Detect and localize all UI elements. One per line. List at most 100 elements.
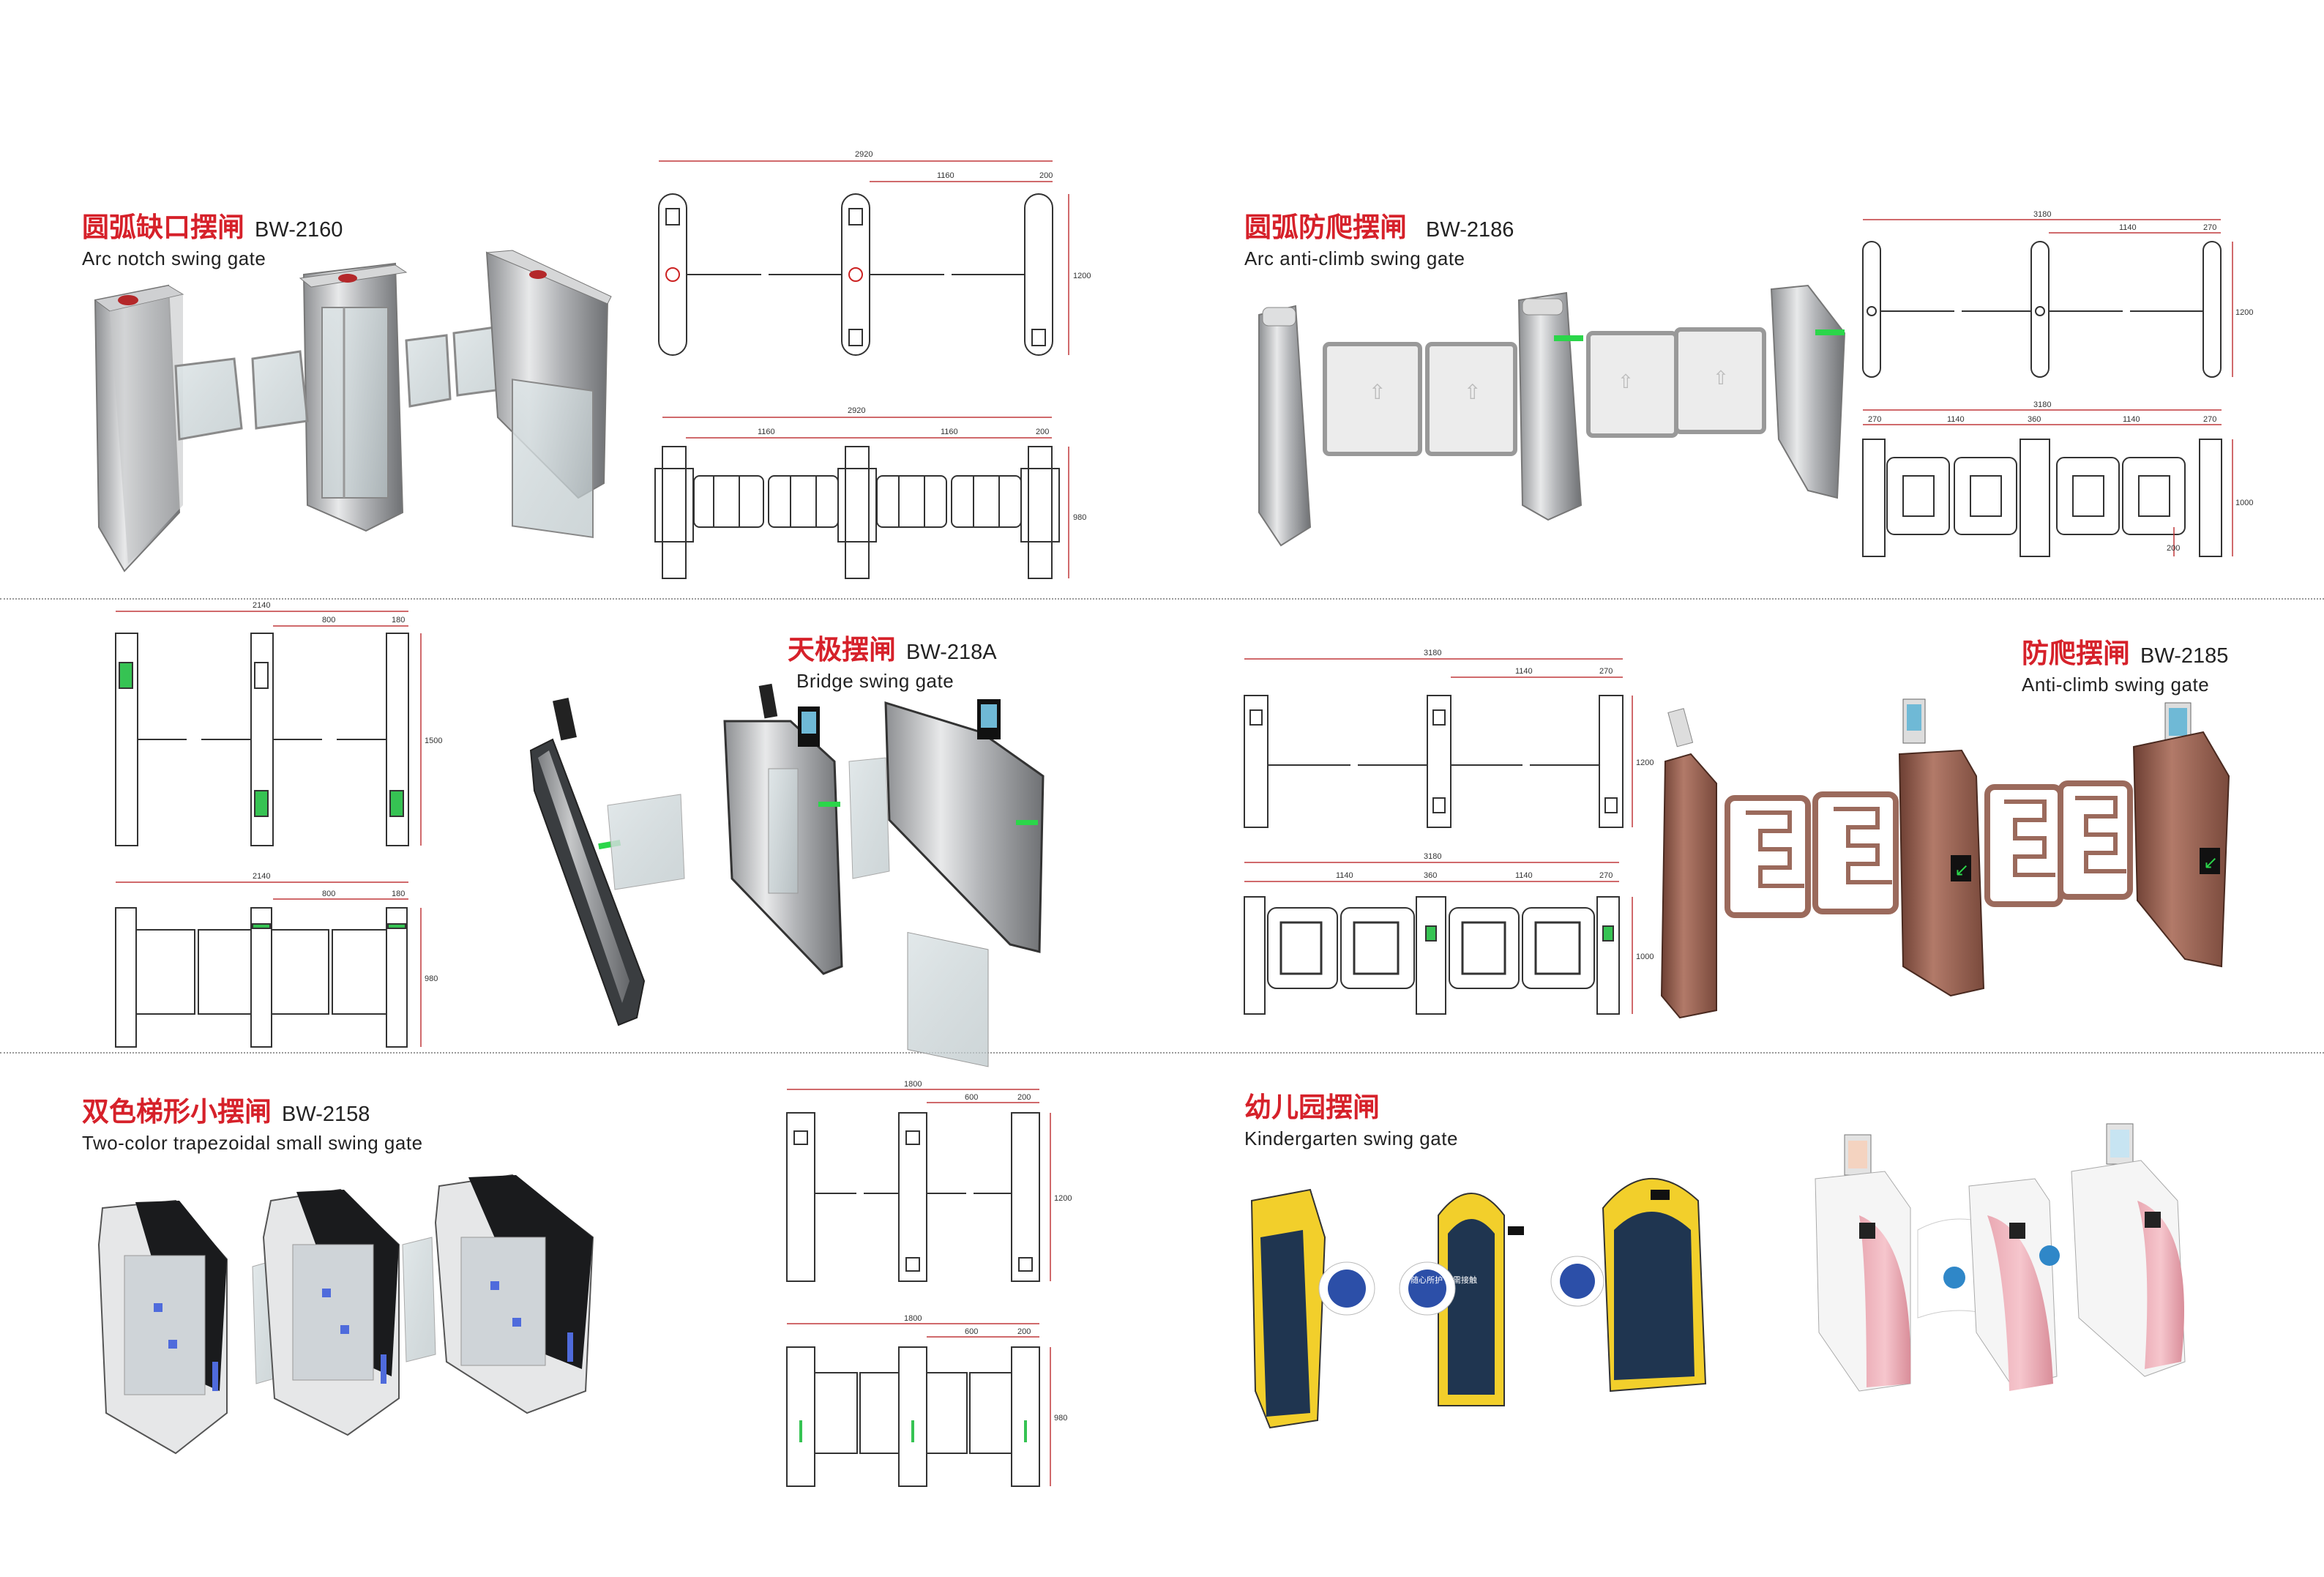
product-name-cn: 天极摆闸 xyxy=(788,635,896,665)
dimension-lines-top-bw2158 xyxy=(787,1089,1051,1281)
dim-length: 1200 xyxy=(2235,308,2253,317)
dim-total-width: 1800 xyxy=(904,1080,922,1089)
row-separator-2 xyxy=(0,1052,2324,1054)
dimension-lines-side-bw2158 xyxy=(787,1323,1051,1486)
product-name-en: Two-color trapezoidal small swing gate xyxy=(82,1132,423,1154)
dim-total-width: 3180 xyxy=(1424,852,1441,861)
dim-passage-width: 1160 xyxy=(937,171,954,180)
product-model: BW-2158 xyxy=(282,1103,370,1126)
dim-height: 980 xyxy=(425,974,438,983)
row-separator-1 xyxy=(0,598,2324,600)
dim-length: 1500 xyxy=(425,737,442,745)
product-name-cn: 圆弧缺口摆闸 xyxy=(82,212,244,242)
dim-passage-width: 800 xyxy=(322,616,335,625)
dimension-drawing-side-bw2160 xyxy=(654,446,1060,579)
dim-cabinet-width: 200 xyxy=(1017,1093,1031,1102)
product-model: BW-2186 xyxy=(1426,218,1514,242)
dimension-lines-top-bw2160 xyxy=(659,160,1069,355)
dim-total-width: 3180 xyxy=(2033,210,2051,219)
dim-cabinet-width: 180 xyxy=(392,616,405,625)
dim-cabinet-width: 270 xyxy=(2203,223,2216,232)
svg-text:⇧: ⇧ xyxy=(1369,380,1386,404)
svg-text:⇧: ⇧ xyxy=(1618,371,1634,393)
product-model: BW-2160 xyxy=(255,218,343,242)
dim-cabinet-width: 200 xyxy=(1017,1327,1031,1336)
dimension-drawing-side-bw2158 xyxy=(786,1346,1040,1487)
dimension-lines-top-bw2186 xyxy=(1863,219,2233,377)
dimension-drawing-top-bw218a xyxy=(115,633,409,846)
product-name-en: Kindergarten swing gate xyxy=(1244,1127,1458,1149)
product-model: BW-2185 xyxy=(2140,644,2229,668)
dim-total-width: 2920 xyxy=(855,150,873,159)
dim-cabinet-width: 270 xyxy=(2203,415,2216,424)
dimension-drawing-side-bw2186 xyxy=(1862,439,2222,557)
gate-render-bw2185: ↙ ↙ xyxy=(1660,698,2230,1019)
dimension-lines-side-bw2160 xyxy=(662,417,1069,578)
dim-cabinet-width: 200 xyxy=(1039,171,1053,180)
gate-render-bw2158 xyxy=(97,1174,594,1455)
gate-render-bw218a xyxy=(529,683,1045,1067)
dim-passage-width: 600 xyxy=(965,1327,978,1336)
dimension-drawing-top-bw2186 xyxy=(1862,241,2222,378)
dim-passage-width: 600 xyxy=(965,1093,978,1102)
dimension-lines-side-bw2185 xyxy=(1244,862,1633,1014)
dim-passage-width: 800 xyxy=(322,890,335,898)
dimension-lines-top-bw218a xyxy=(116,611,422,846)
gate-render-kindergarten-right xyxy=(1735,1084,2276,1464)
dim-length: 1200 xyxy=(1073,272,1091,280)
dim-cabinet-width: 270 xyxy=(1599,871,1613,880)
dim-middle-width: 360 xyxy=(2028,415,2041,424)
dim-total-width: 3180 xyxy=(2033,400,2051,409)
product-name-cn: 幼儿园摆闸 xyxy=(1244,1092,1380,1122)
gate-render-bw2186: ⇧ ⇧ ⇧ ⇧ xyxy=(1258,284,1846,547)
dim-length: 1200 xyxy=(1054,1194,1072,1203)
svg-text:↙: ↙ xyxy=(1954,860,1969,880)
svg-text:⇧: ⇧ xyxy=(1713,368,1729,389)
dim-cabinet-width: 270 xyxy=(1868,415,1881,424)
product-name-en: Arc notch swing gate xyxy=(82,247,266,269)
dim-middle-width: 360 xyxy=(1424,871,1437,880)
product-title-bw2160: 圆弧缺口摆闸 BW-2160 Arc notch swing gate xyxy=(82,205,343,270)
dim-passage-width: 1140 xyxy=(2119,223,2137,232)
dim-passage-width: 1140 xyxy=(1515,667,1533,676)
dim-total-width: 2920 xyxy=(848,406,865,415)
dimension-drawing-top-bw2160 xyxy=(658,193,1053,356)
dim-height: 980 xyxy=(1054,1414,1067,1423)
product-model: BW-218A xyxy=(906,641,997,664)
svg-text:↙: ↙ xyxy=(2203,852,2218,873)
dim-cabinet-width: 200 xyxy=(1036,428,1049,436)
dimension-drawing-top-bw2158 xyxy=(786,1112,1040,1282)
dim-cabinet-width: 270 xyxy=(1599,667,1613,676)
dimension-drawing-side-bw218a xyxy=(115,907,408,1048)
dimension-lines-side-bw2186 xyxy=(1863,409,2233,556)
dim-passage-width: 1140 xyxy=(1515,871,1533,880)
gate-render-bw2160 xyxy=(94,250,612,573)
dim-passage-width: 1160 xyxy=(941,428,958,436)
dim-total-width: 1800 xyxy=(904,1314,922,1323)
product-name-en: Bridge swing gate xyxy=(796,670,954,692)
product-name-cn: 防爬摆闸 xyxy=(2022,638,2130,668)
dim-passage-width: 1140 xyxy=(1336,871,1353,880)
dim-cabinet-width: 180 xyxy=(392,890,405,898)
dim-height: 1000 xyxy=(2235,499,2253,507)
dim-total-width: 3180 xyxy=(1424,649,1441,657)
product-title-bw218a: 天极摆闸 BW-218A Bridge swing gate xyxy=(788,627,997,693)
svg-text:⇧: ⇧ xyxy=(1464,380,1481,404)
dim-passage-width: 1160 xyxy=(758,428,775,436)
product-name-cn: 圆弧防爬摆闸 xyxy=(1244,212,1407,242)
dim-total-width: 2140 xyxy=(253,872,270,881)
product-name-en: Anti-climb swing gate xyxy=(2022,674,2210,696)
kindergarten-sign-text: 随心所护 无需接触 xyxy=(1411,1275,1477,1285)
dim-passage-width: 1140 xyxy=(1947,415,1965,424)
product-title-kindergarten: 幼儿园摆闸 Kindergarten swing gate xyxy=(1244,1085,1458,1150)
dim-height: 1000 xyxy=(1636,952,1654,961)
dimension-drawing-side-bw2185 xyxy=(1244,896,1620,1015)
dimension-lines-side-bw218a xyxy=(116,881,422,1047)
dimension-lines-top-bw2185 xyxy=(1244,658,1633,827)
dim-total-width: 2140 xyxy=(253,601,270,610)
dim-passage-width: 1140 xyxy=(2123,415,2140,424)
dim-base: 200 xyxy=(2167,544,2180,553)
